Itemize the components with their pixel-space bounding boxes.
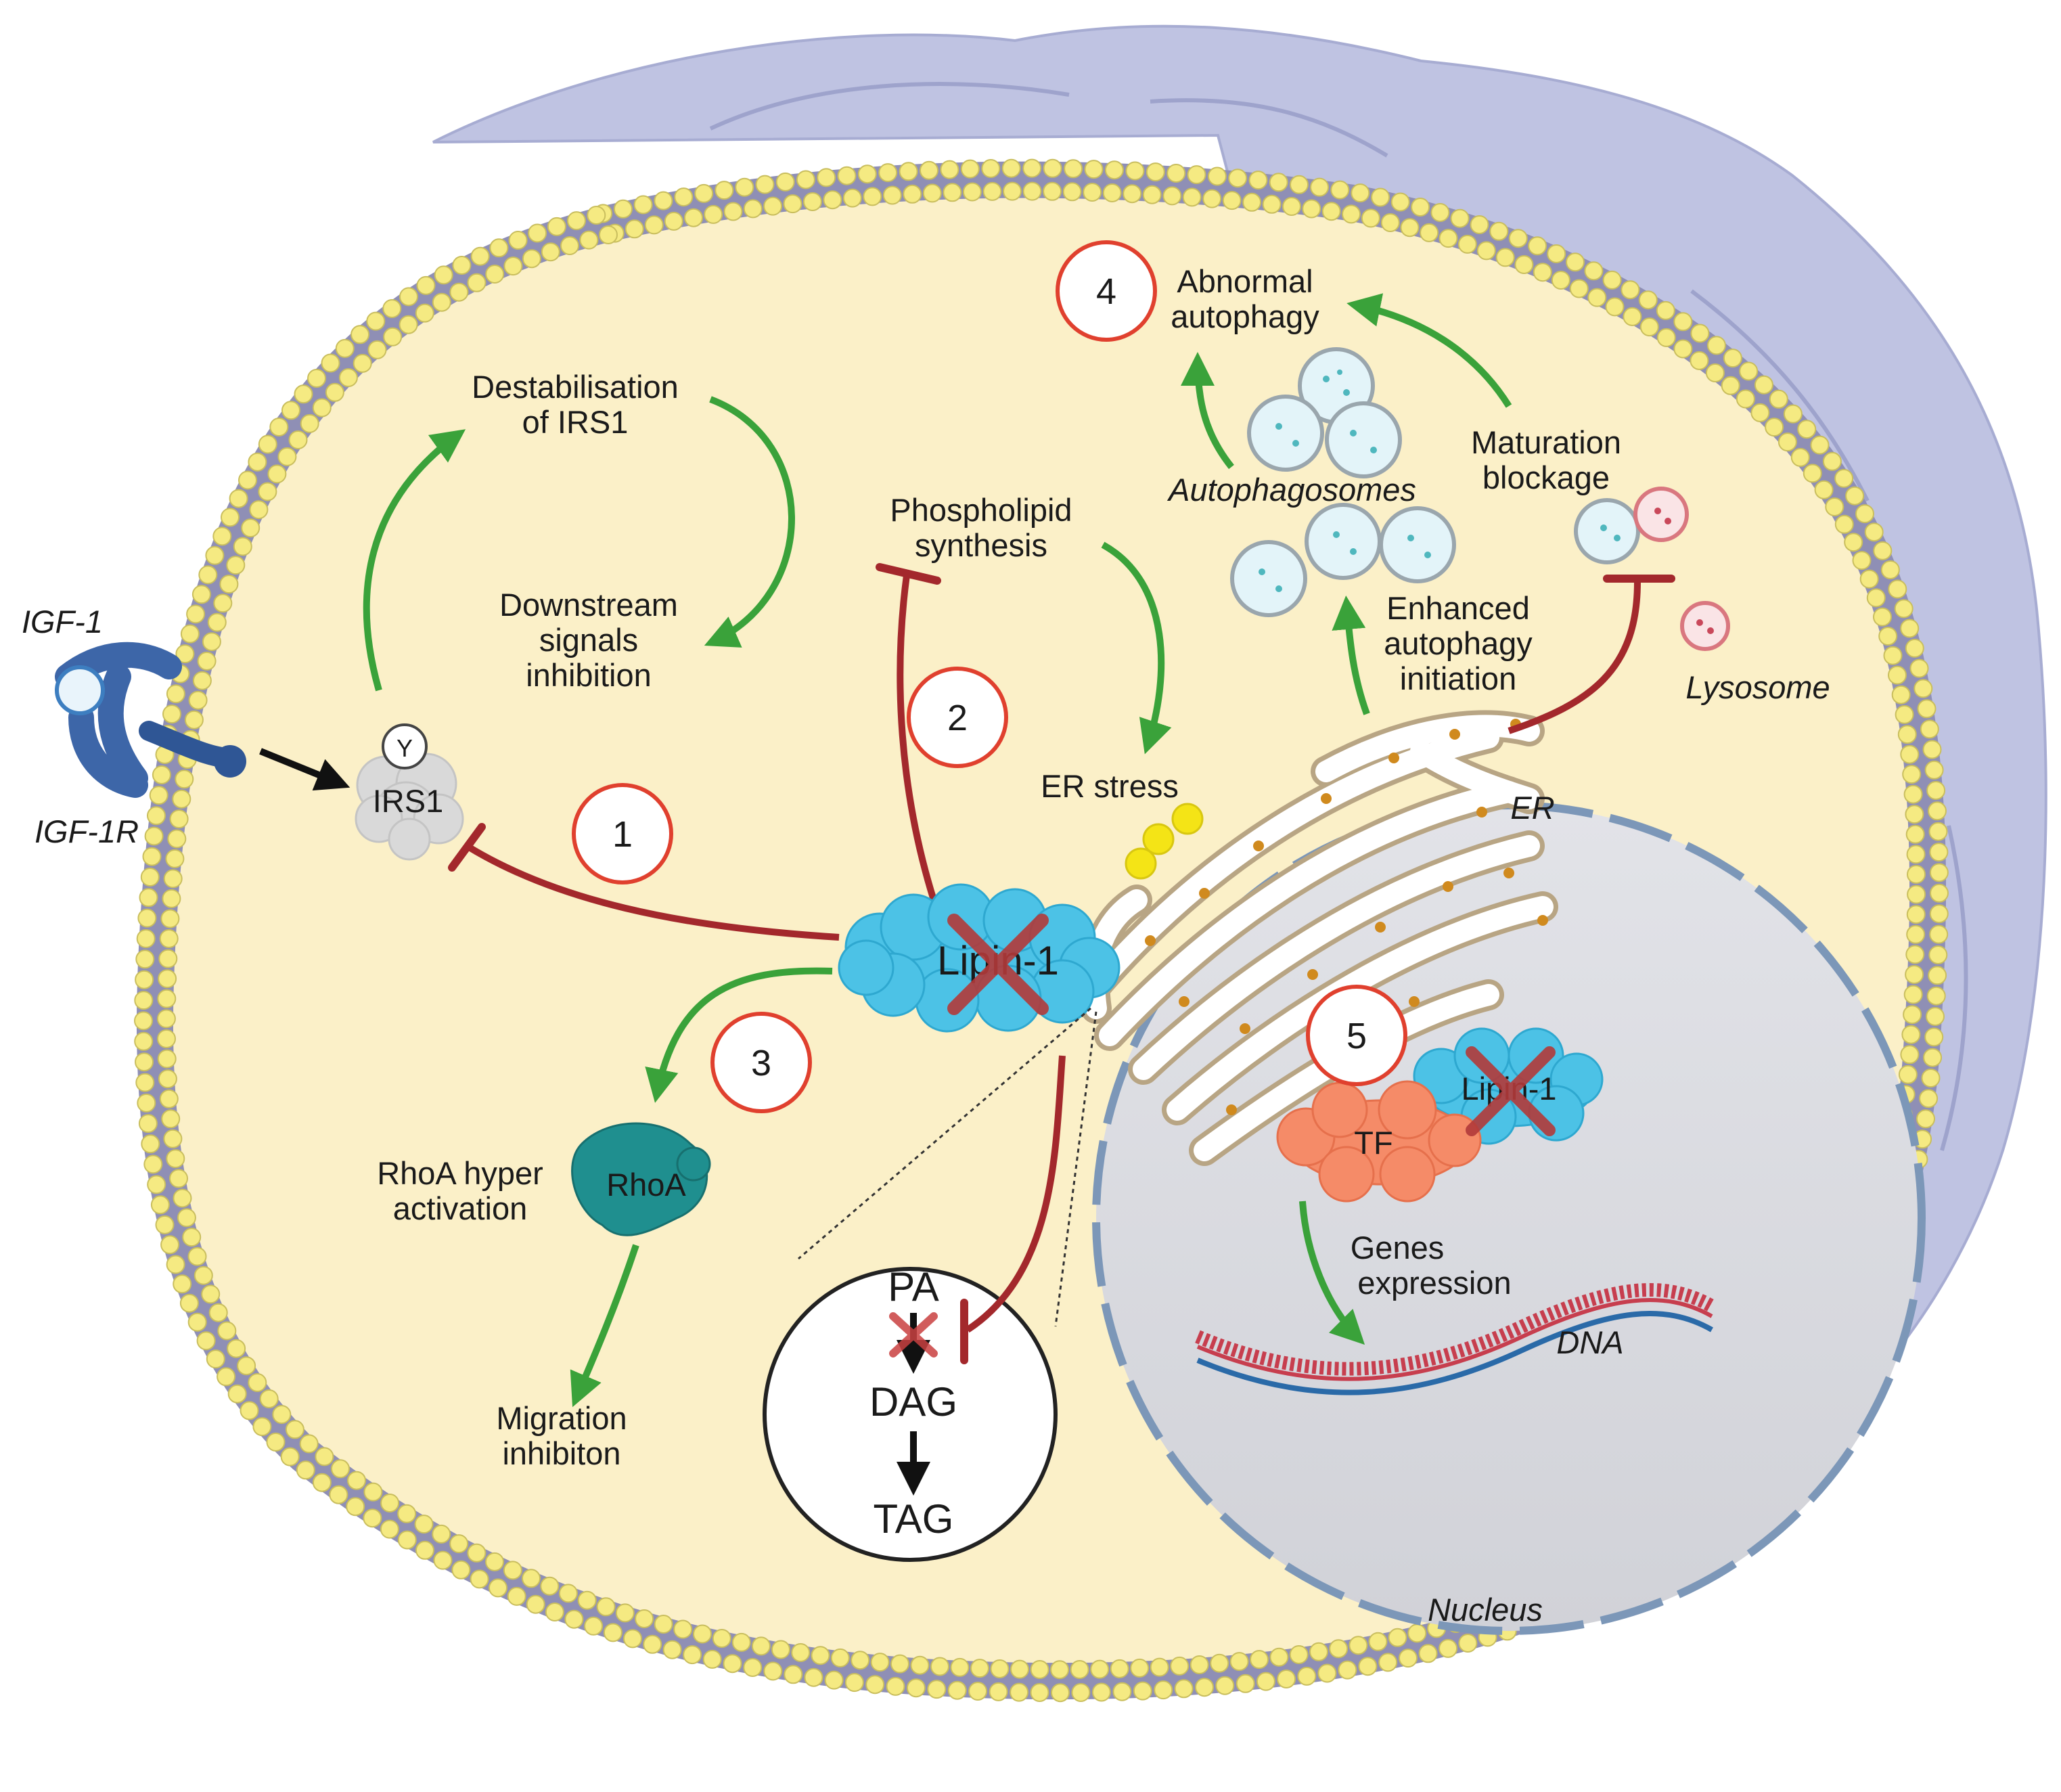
membrane-lipid-dots — [134, 158, 1949, 1703]
igf1-receptor — [55, 642, 246, 798]
destab-label-2: of IRS1 — [522, 404, 629, 440]
phospholipid-label-2: synthesis — [915, 527, 1047, 563]
downstream-label-3: inhibition — [526, 657, 652, 693]
pa-dag-block-cross-icon — [889, 1312, 938, 1358]
tf-label: TF — [1354, 1125, 1392, 1161]
fusing-autolysosome-icon — [1574, 487, 1689, 564]
inhibition-bar-irs1 — [448, 823, 486, 872]
zoom-guide-lines — [798, 1007, 1097, 1327]
maturation-label-1: Maturation — [1471, 424, 1621, 460]
tyrosine-label: Y — [397, 734, 413, 762]
er-stress-granules — [1125, 803, 1204, 880]
endoplasmic-reticulum — [1067, 710, 1558, 1166]
downstream-label-1: Downstream — [499, 587, 678, 623]
step-4-badge: 4 — [1056, 240, 1157, 342]
igf1r-to-irs1-arrow — [259, 748, 350, 791]
zoom-circle — [763, 1267, 1058, 1562]
tag-label: TAG — [874, 1496, 954, 1542]
er-to-autophagosomes-arrow — [1332, 596, 1370, 715]
step-1-badge: 1 — [572, 783, 673, 884]
genes-expression-label-2: expression — [1357, 1265, 1511, 1301]
igf1r-label: IGF-1R — [35, 813, 139, 849]
rhoa-protein — [571, 1122, 711, 1236]
autophagosomes-to-abnormal-arrow — [1181, 352, 1234, 470]
lysosome-label: Lysosome — [1685, 669, 1830, 705]
lipin1-knockout-cross-icon — [947, 914, 1049, 1015]
lysosome-icon — [1680, 601, 1730, 651]
inhibition-bar-phospholipid — [876, 563, 941, 585]
phospholipid-to-er-stress-arrow — [1101, 541, 1172, 755]
er-label: ER — [1510, 790, 1554, 826]
rhoa-label: RhoA — [606, 1167, 686, 1203]
maturation-label-2: blockage — [1482, 460, 1610, 495]
irs1-label: IRS1 — [373, 783, 444, 819]
igf1-label: IGF-1 — [22, 604, 103, 640]
destab-to-downstream-arrow — [704, 396, 795, 648]
tyrosine-phospho-site — [382, 723, 428, 769]
downstream-label-2: signals — [539, 622, 638, 658]
svg-text:1: 1 — [612, 814, 633, 855]
enhanced-label-1: Enhanced — [1386, 590, 1530, 626]
nuclear-lipin1-knockout-cross-icon — [1466, 1046, 1556, 1136]
enhanced-label-2: autophagy — [1384, 625, 1533, 661]
migration-label-1: Migration — [496, 1400, 627, 1436]
maturation-to-abnormal-arrow — [1346, 293, 1512, 408]
abnormal-autophagy-label-1: Abnormal — [1177, 263, 1313, 299]
abnormal-autophagy-label-2: autophagy — [1171, 298, 1319, 334]
enhanced-label-3: initiation — [1400, 660, 1516, 696]
svg-text:2: 2 — [947, 698, 968, 738]
svg-text:5: 5 — [1346, 1016, 1367, 1056]
svg-text:4: 4 — [1096, 271, 1116, 312]
migration-label-2: inhibiton — [502, 1435, 620, 1471]
lipin1-inhibits-phospholipid — [897, 575, 937, 901]
transcription-factor — [1276, 1080, 1482, 1203]
rhoa-activation-label-1: RhoA hyper — [377, 1155, 543, 1191]
dna-strand — [1195, 1283, 1715, 1395]
er-inhibits-maturation — [1508, 581, 1641, 734]
step-3-badge: 3 — [710, 1012, 812, 1113]
er-stress-label: ER stress — [1041, 768, 1179, 804]
phospholipid-label-1: Phospholipid — [890, 492, 1072, 528]
igf1-ligand-icon — [55, 665, 105, 715]
svg-text:3: 3 — [751, 1043, 771, 1083]
rhoa-activation-label-2: activation — [393, 1190, 528, 1226]
lipin1-inhibits-irs1 — [465, 843, 840, 941]
dna-label: DNA — [1556, 1324, 1623, 1360]
pa-label: PA — [888, 1264, 939, 1309]
nucleus-label: Nucleus — [1428, 1592, 1543, 1628]
dag-label: DAG — [869, 1379, 957, 1425]
lipin1-inhibits-pa-conversion — [966, 1055, 1066, 1333]
autophagosomes-label: Autophagosomes — [1167, 472, 1416, 508]
irs1-to-destab-arrow — [363, 429, 466, 692]
step-5-badge: 5 — [1306, 985, 1407, 1086]
tf-to-dna-arrow — [1299, 1201, 1365, 1345]
step-2-badge: 2 — [907, 667, 1008, 768]
neighbour-cell-fold — [709, 82, 1968, 1151]
autophagosomes-cluster — [1230, 347, 1456, 617]
genes-expression-label-1: Genes — [1351, 1230, 1444, 1265]
destab-label-1: Destabilisation — [472, 369, 679, 405]
lipin1-to-rhoa-arrow — [645, 967, 833, 1103]
rhoa-to-migration-arrow — [570, 1244, 639, 1408]
